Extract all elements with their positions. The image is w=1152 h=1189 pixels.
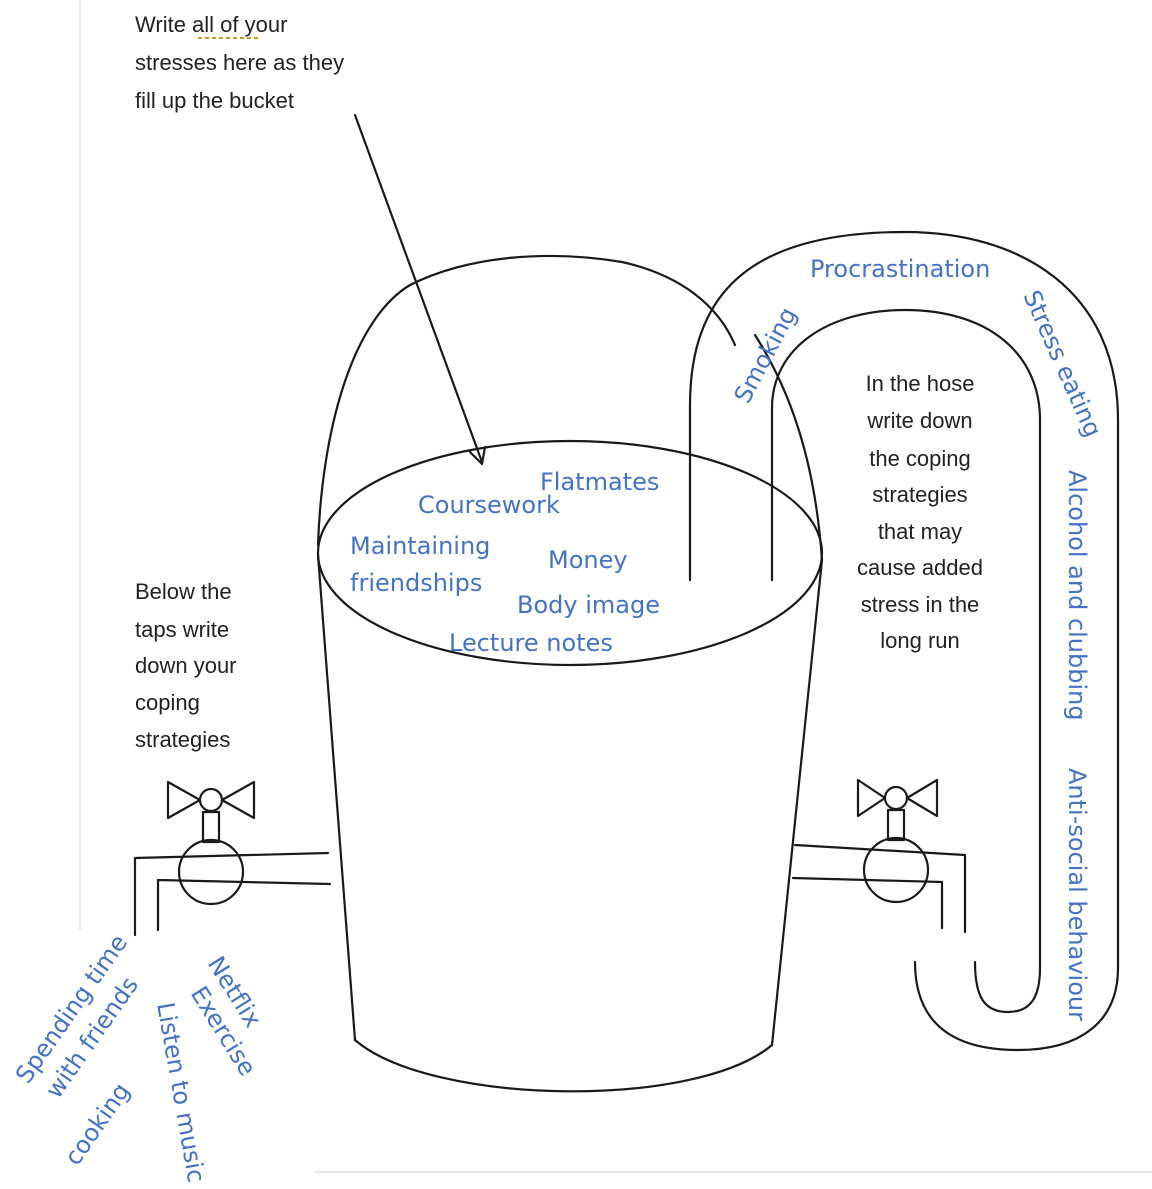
hose-instruction-line-4: strategies xyxy=(872,482,967,507)
right-tap xyxy=(791,778,967,934)
tap-instruction-line-4: coping xyxy=(135,690,200,715)
hose-instruction-line-2: write down xyxy=(866,408,972,433)
hose-instruction-line-8: long run xyxy=(880,628,960,653)
hose-instruction-line-5: that may xyxy=(878,519,962,544)
bucket-rim xyxy=(316,439,824,667)
stress-instruction-line-2: stresses here as they xyxy=(135,50,344,75)
hose-antisocial: Anti-social behaviour xyxy=(1063,768,1091,1021)
left-tap xyxy=(133,780,332,937)
hose-instruction: In the hose write down the coping strate… xyxy=(857,371,983,653)
bucket-dome xyxy=(316,254,737,547)
stress-money: Money xyxy=(548,546,628,574)
hose-end-inner xyxy=(973,960,1042,1014)
tap-instruction-line-1: Below the xyxy=(135,579,232,604)
bucket-left-side xyxy=(316,553,357,1042)
hose-end-outer xyxy=(913,960,1120,1052)
bucket-base xyxy=(353,1038,774,1093)
stress-friendships: friendships xyxy=(350,569,482,597)
hose-smoking: Smoking xyxy=(729,303,803,408)
hose-instruction-line-6: cause added xyxy=(857,555,983,580)
hose xyxy=(688,230,1120,1052)
tap-instruction: Below the taps write down your coping st… xyxy=(135,579,237,752)
bucket-right-side xyxy=(770,558,824,1047)
stress-maintaining: Maintaining xyxy=(350,532,490,560)
tap-listen: Listen to music xyxy=(151,1000,210,1184)
stress-list: Flatmates Coursework Maintaining friends… xyxy=(350,468,660,657)
stress-flatmates: Flatmates xyxy=(540,468,659,496)
tap-strategies: Spending time with friends cooking Liste… xyxy=(10,929,267,1184)
stress-coursework: Coursework xyxy=(418,491,560,519)
hose-outer xyxy=(688,230,1120,970)
hose-inner xyxy=(770,308,1042,970)
hose-procrastination: Procrastination xyxy=(810,255,990,283)
stress-instruction-line-1: Write all of your xyxy=(135,12,287,37)
stress-instruction-line-3: fill up the bucket xyxy=(135,88,294,113)
hose-alcohol: Alcohol and clubbing xyxy=(1063,470,1091,721)
stress-lecture-notes: Lecture notes xyxy=(449,629,613,657)
tap-instruction-line-3: down your xyxy=(135,653,237,678)
hose-instruction-line-3: the coping xyxy=(869,446,971,471)
stress-instruction: Write all of your stresses here as they … xyxy=(135,12,344,113)
tap-instruction-line-2: taps write xyxy=(135,617,229,642)
hose-instruction-line-7: stress in the xyxy=(861,592,980,617)
hose-instruction-line-1: In the hose xyxy=(866,371,975,396)
instruction-arrow xyxy=(353,113,487,466)
stress-body-image: Body image xyxy=(517,591,660,619)
bucket-dome-right xyxy=(753,333,824,562)
tap-instruction-line-5: strategies xyxy=(135,727,230,752)
bucket xyxy=(316,254,824,1093)
hose-stress-eating: Stress eating xyxy=(1018,286,1108,441)
